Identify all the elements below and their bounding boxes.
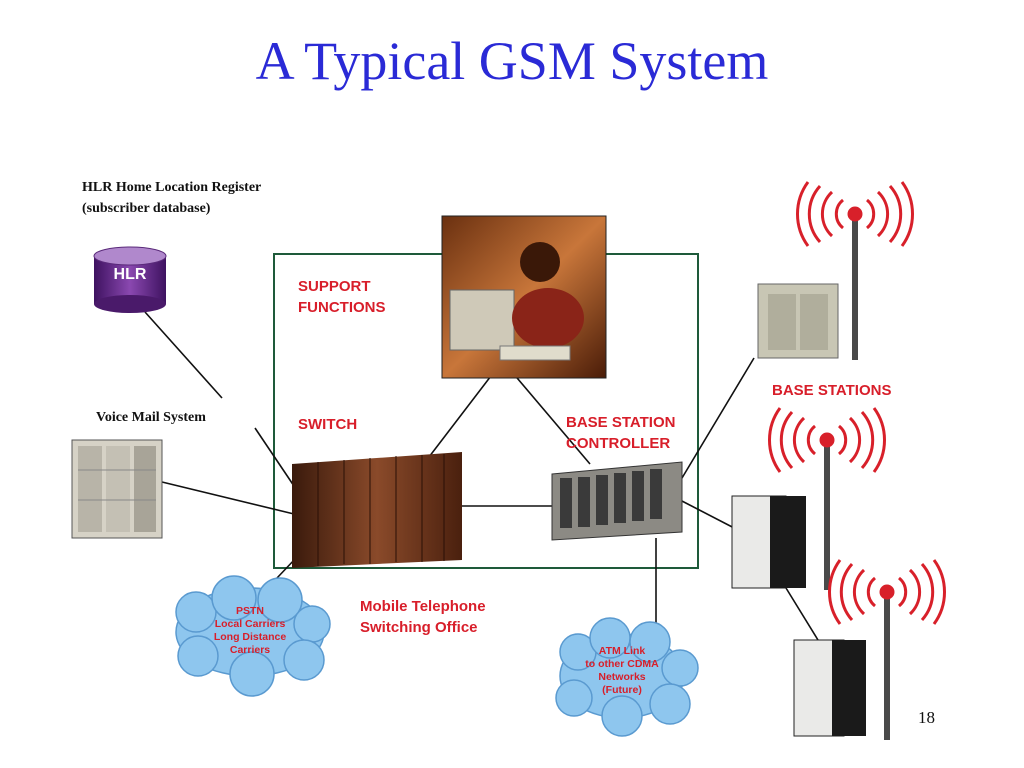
pstn-line-3: Long Distance [213, 631, 287, 643]
hlr-title-label: HLR Home Location Register [82, 180, 262, 195]
pstn-line-2: Local Carriers [214, 618, 286, 630]
hlr-subtitle-label: (subscriber database) [82, 201, 211, 216]
support-operator-photo [441, 215, 607, 379]
mtso-label-line1: Mobile Telephone [360, 598, 486, 615]
atm-line-2: to other CDMA [585, 658, 659, 670]
support-bsc-line [511, 371, 591, 465]
atm-cloud [555, 617, 699, 737]
voice-mail-label: Voice Mail System [96, 410, 206, 425]
page-number: 18 [918, 708, 935, 727]
base-station-3 [793, 590, 890, 740]
switch-cabinet [292, 452, 462, 568]
pstn-cloud-text: PSTN Local Carriers Long Distance Carrie… [190, 605, 310, 657]
radio-wave-icon-1 [795, 181, 915, 247]
hlr-cylinder-label: HLR [113, 266, 147, 283]
atm-line-3: Networks [598, 671, 646, 683]
voicemail-switch-line [161, 481, 295, 515]
base-station-2 [731, 440, 830, 590]
bsc-basestation2-line [679, 499, 739, 531]
radio-wave-icon-3 [827, 559, 947, 625]
bsc-label-line1: BASE STATION [566, 414, 676, 431]
bs2-bs3-line [785, 587, 819, 641]
switch-label: SWITCH [298, 416, 358, 433]
mtso-label-line2: Switching Office [360, 619, 478, 636]
atm-line-4: (Future) [602, 684, 642, 696]
base-station-1 [757, 216, 858, 360]
bsc-label-line2: CONTROLLER [566, 435, 671, 452]
bsc-basestation1-line [675, 357, 755, 489]
voicemail-label-switch-line [254, 427, 295, 487]
hlr-switch-line [144, 311, 223, 399]
radio-wave-icon-2 [767, 407, 887, 473]
support-functions-label-line2: FUNCTIONS [298, 299, 386, 316]
base-stations-label: BASE STATIONS [772, 382, 892, 399]
atm-cloud-text: ATM Link to other CDMA Networks (Future) [566, 645, 678, 697]
bsc-cabinet [551, 461, 683, 541]
support-functions-label-line1: SUPPORT [298, 278, 371, 295]
pstn-line-1: PSTN [235, 605, 264, 617]
voice-mail-rack [71, 439, 163, 539]
atm-line-1: ATM Link [598, 645, 646, 657]
slide-title: A Typical GSM System [255, 31, 769, 91]
hlr-database [93, 246, 167, 313]
pstn-cloud [175, 575, 331, 697]
pstn-line-4: Carriers [229, 644, 271, 656]
